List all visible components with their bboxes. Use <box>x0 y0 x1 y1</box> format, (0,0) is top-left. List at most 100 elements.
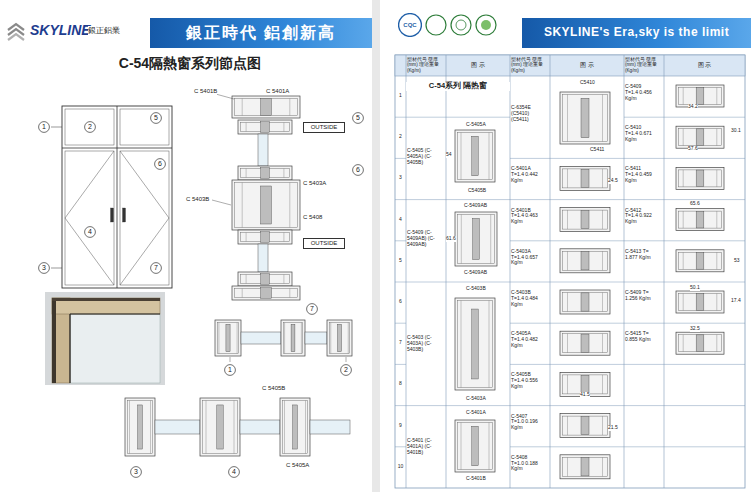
page-gutter <box>372 0 380 492</box>
callout-number: 6 <box>352 164 364 176</box>
part-label: 銀正鋁業 <box>88 26 120 35</box>
profile-web <box>283 123 284 132</box>
part-label: C-5403A <box>466 396 486 402</box>
part-label: C 5403B <box>186 196 209 203</box>
profile-chamber <box>241 123 290 132</box>
profile-web <box>489 423 490 470</box>
thermal-break <box>696 170 704 187</box>
cert-logo <box>451 15 471 35</box>
cert-logo <box>476 15 496 35</box>
part-label: C-5403 (C-5403A) (C-5403B) <box>407 335 443 352</box>
callout-text: 1 <box>228 366 232 374</box>
table-rule <box>624 240 745 241</box>
profile-web <box>602 293 603 312</box>
profile-web <box>716 129 717 146</box>
glass-pane <box>258 244 268 272</box>
profile-web <box>289 183 290 228</box>
table-rule <box>664 55 665 488</box>
profile-chamber <box>241 233 290 242</box>
row-number: 6 <box>395 299 406 305</box>
thermal-break <box>696 129 704 146</box>
profile-outline <box>560 414 610 438</box>
logo-icon <box>8 34 24 40</box>
profile-chamber <box>679 211 722 228</box>
glass-pane <box>155 420 200 434</box>
profile-chamber <box>679 170 722 187</box>
part-label: C5411 <box>590 147 604 153</box>
row-number: 5 <box>395 258 406 264</box>
row-number: 7 <box>395 340 406 346</box>
table-rule <box>624 323 745 324</box>
profile-web <box>237 323 238 354</box>
profile-outline <box>232 96 300 118</box>
profile-web <box>567 210 568 229</box>
profile-outline <box>560 455 610 479</box>
label-box: OUTSIDE <box>303 238 345 249</box>
row-number: 9 <box>395 423 406 429</box>
glass-pane <box>240 420 280 434</box>
table-rule <box>624 405 745 406</box>
profile-web <box>683 129 684 146</box>
profile-web <box>246 169 247 178</box>
part-label: C5410 <box>580 80 595 86</box>
table-header-cell: 图 示 <box>664 62 745 69</box>
table-rule <box>406 117 510 118</box>
thermal-break <box>581 334 589 352</box>
table-header-cell: 型材代号 壁厚(mm) 理论重量(Kg/m) <box>625 57 663 73</box>
profile-chamber <box>284 323 303 354</box>
part-label: C-5401 (C-5401A) (C-5401B) <box>407 438 443 455</box>
part-label: C-5410 T=1.4 0.671 Kg/m <box>625 125 655 142</box>
profile-outline <box>232 180 300 230</box>
thermal-break <box>696 211 704 228</box>
callout-number: 5 <box>352 112 364 124</box>
profile-chamber <box>563 210 608 229</box>
profile-outline <box>676 167 724 189</box>
table-rule <box>406 199 510 200</box>
part-label: 41.5 <box>580 392 590 398</box>
header-band: 銀正時代 鋁創新高 <box>150 18 372 48</box>
leader-line <box>230 357 231 362</box>
profile-web <box>283 233 284 242</box>
leader-line <box>212 200 231 205</box>
part-label: 34.2 <box>688 104 698 110</box>
slogan-text: 銀正時代 鋁創新高 <box>186 24 336 42</box>
window-frame <box>62 106 172 288</box>
table-rule <box>395 405 406 406</box>
callout-text: 6 <box>158 160 162 168</box>
thermal-break <box>138 405 143 449</box>
table-rule <box>395 199 406 200</box>
profile-outline <box>281 320 305 356</box>
callout-number: 7 <box>306 303 318 315</box>
circle-outline <box>39 122 50 133</box>
profile-outline <box>455 130 495 182</box>
thermal-break <box>581 169 589 187</box>
table-rule <box>510 282 624 283</box>
profile-chamber <box>283 401 308 454</box>
profile-outline <box>676 126 724 148</box>
slogan-text: SKYLINE's Era,sky is the limit <box>544 26 729 39</box>
profile-outline <box>560 92 610 144</box>
profile-web <box>602 169 603 188</box>
profile-web <box>284 401 285 454</box>
part-label: C-5415 T= 0.855 Kg/m <box>625 331 655 343</box>
profile-outline <box>280 398 310 456</box>
table-rule <box>510 446 624 447</box>
profile-web <box>716 252 717 269</box>
profile-chamber <box>679 129 722 146</box>
part-label: C-5409 T= 1.256 Kg/m <box>625 290 655 302</box>
callout-number: 7 <box>150 262 162 274</box>
callout-number: 2 <box>340 364 352 376</box>
profile-chamber <box>679 252 722 269</box>
part-label: C-5409 T=1.4 0.456 Kg/m <box>625 84 655 101</box>
profile-web <box>602 416 603 435</box>
callout-text: 4 <box>88 228 92 236</box>
profile-chamber <box>458 215 495 264</box>
glass-pane <box>241 332 281 344</box>
profile-chamber <box>679 88 722 105</box>
table-frame <box>395 55 745 488</box>
part-label: C-5405A <box>466 122 486 128</box>
profile-chamber <box>563 334 608 353</box>
callout-text: 5 <box>154 114 158 122</box>
cert-logo <box>481 20 491 30</box>
photo-gasket <box>70 313 160 314</box>
